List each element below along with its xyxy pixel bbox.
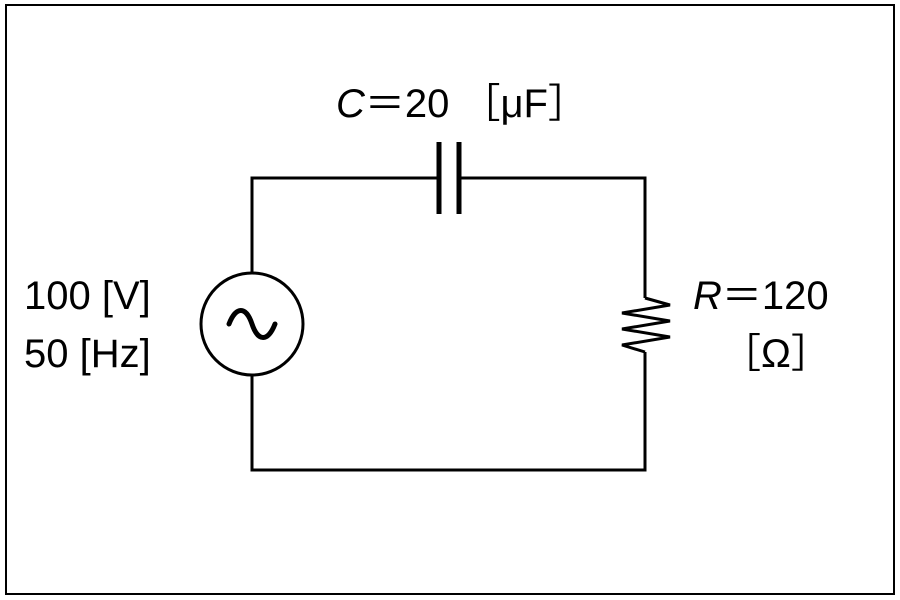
capacitor-symbol-text: C <box>336 82 366 126</box>
diagram-border <box>5 4 895 595</box>
wire-top-left <box>250 176 437 273</box>
wire-top-right <box>461 176 647 298</box>
circuit-wires <box>250 176 647 472</box>
ac-source-circle <box>199 271 305 377</box>
resistor-unit-text: ［Ω］ <box>721 332 831 376</box>
ac-source-sine-icon <box>226 308 278 340</box>
resistor-symbol <box>621 296 671 354</box>
capacitor-label: C＝20 ［μF］ <box>336 82 588 126</box>
wire-right-bottom <box>250 352 647 472</box>
capacitor-symbol <box>436 142 462 214</box>
source-voltage-text: 100 [V] <box>24 274 151 318</box>
capacitor-value-text: ＝20 ［μF］ <box>365 82 588 126</box>
resistor-value-text: ＝120 <box>722 274 829 318</box>
resistor-symbol-text: R <box>693 274 722 318</box>
resistor-label: R＝120 <box>693 274 829 318</box>
source-frequency-text: 50 [Hz] <box>24 332 151 376</box>
